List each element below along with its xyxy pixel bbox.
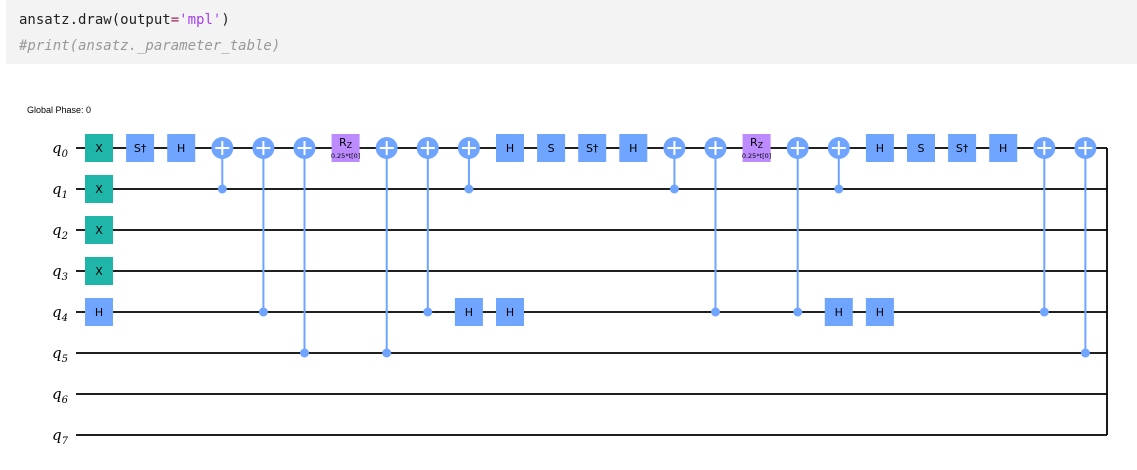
code-string: 'mpl' [179,12,222,28]
gate-x [85,134,113,162]
gate-h [167,134,196,162]
gate-h [907,134,935,162]
gate-label: H [506,142,514,155]
global-phase-label: Global Phase: 0 [27,105,91,115]
gate-label: H [506,306,514,319]
gate-label: X [95,265,103,278]
qubit-label-q7: q7 [52,426,69,447]
rz-gate-param: 0.25*t[0] [331,152,360,160]
code-line-2-comment: #print(ansatz._parameter_table) [19,38,281,54]
cx-control-dot [834,184,844,194]
cx-control-dot [1039,307,1049,317]
cx-control-dot [382,348,392,358]
cx-control-dot [423,307,433,317]
gate-rz [331,134,360,162]
qubit-label-q6: q6 [52,385,69,406]
gate-rz [742,134,771,162]
gate-label: H [876,142,884,155]
gate-x [85,216,113,244]
cx-control-dot [669,184,679,194]
gate-label: S† [586,142,599,155]
cx-control-dot [258,307,268,317]
qubit-label-q2: q2 [52,221,68,242]
cx-control-dot [300,348,309,358]
gate-label: H [876,306,884,319]
gate-label: X [95,224,103,237]
gate-label: S [548,142,555,155]
code-cell[interactable]: ansatz.draw(output='mpl') #print(ansatz.… [6,0,1137,64]
gate-h [619,134,648,162]
gate-label: H [999,142,1007,155]
gate-label: S [918,142,925,155]
cx-control-dot [711,307,720,317]
gate-h [865,134,894,162]
gate-label: H [465,306,473,319]
gate-h [496,134,524,162]
gate-h [537,134,566,162]
gate-label: X [95,183,103,196]
rz-gate-param: 0.25*t[0] [742,152,771,160]
gate-h [496,298,524,326]
qubit-label-q4: q4 [52,303,68,324]
code-line-1: ansatz.draw(output='mpl') [19,12,230,28]
gate-h [126,134,155,162]
qubit-label-q5: q5 [52,344,68,365]
cx-control-dot [1080,348,1090,358]
gate-h [865,298,894,326]
gate-label: H [95,306,103,319]
gate-h [578,134,607,162]
gate-x [85,257,113,285]
gate-h [824,298,853,326]
gate-label: S† [956,142,969,155]
code-operator: = [170,12,180,28]
gate-h [948,134,977,162]
qubit-label-q1: q1 [52,180,68,201]
gate-label: H [835,306,843,319]
gate-x [85,175,113,203]
qubit-label-q3: q3 [52,262,68,283]
qubit-label-q0: q0 [52,139,69,160]
cx-control-dot [217,184,227,194]
code-text: ansatz.draw(output [19,12,171,28]
gate-label: H [177,142,185,155]
cx-control-dot [464,184,474,194]
code-text: ) [221,12,230,28]
gate-label: S† [134,142,147,155]
gate-label: H [629,142,637,155]
gate-h [989,134,1018,162]
gate-h [454,298,483,326]
gate-h [85,298,113,326]
gate-label: X [95,142,103,155]
cx-control-dot [793,307,803,317]
